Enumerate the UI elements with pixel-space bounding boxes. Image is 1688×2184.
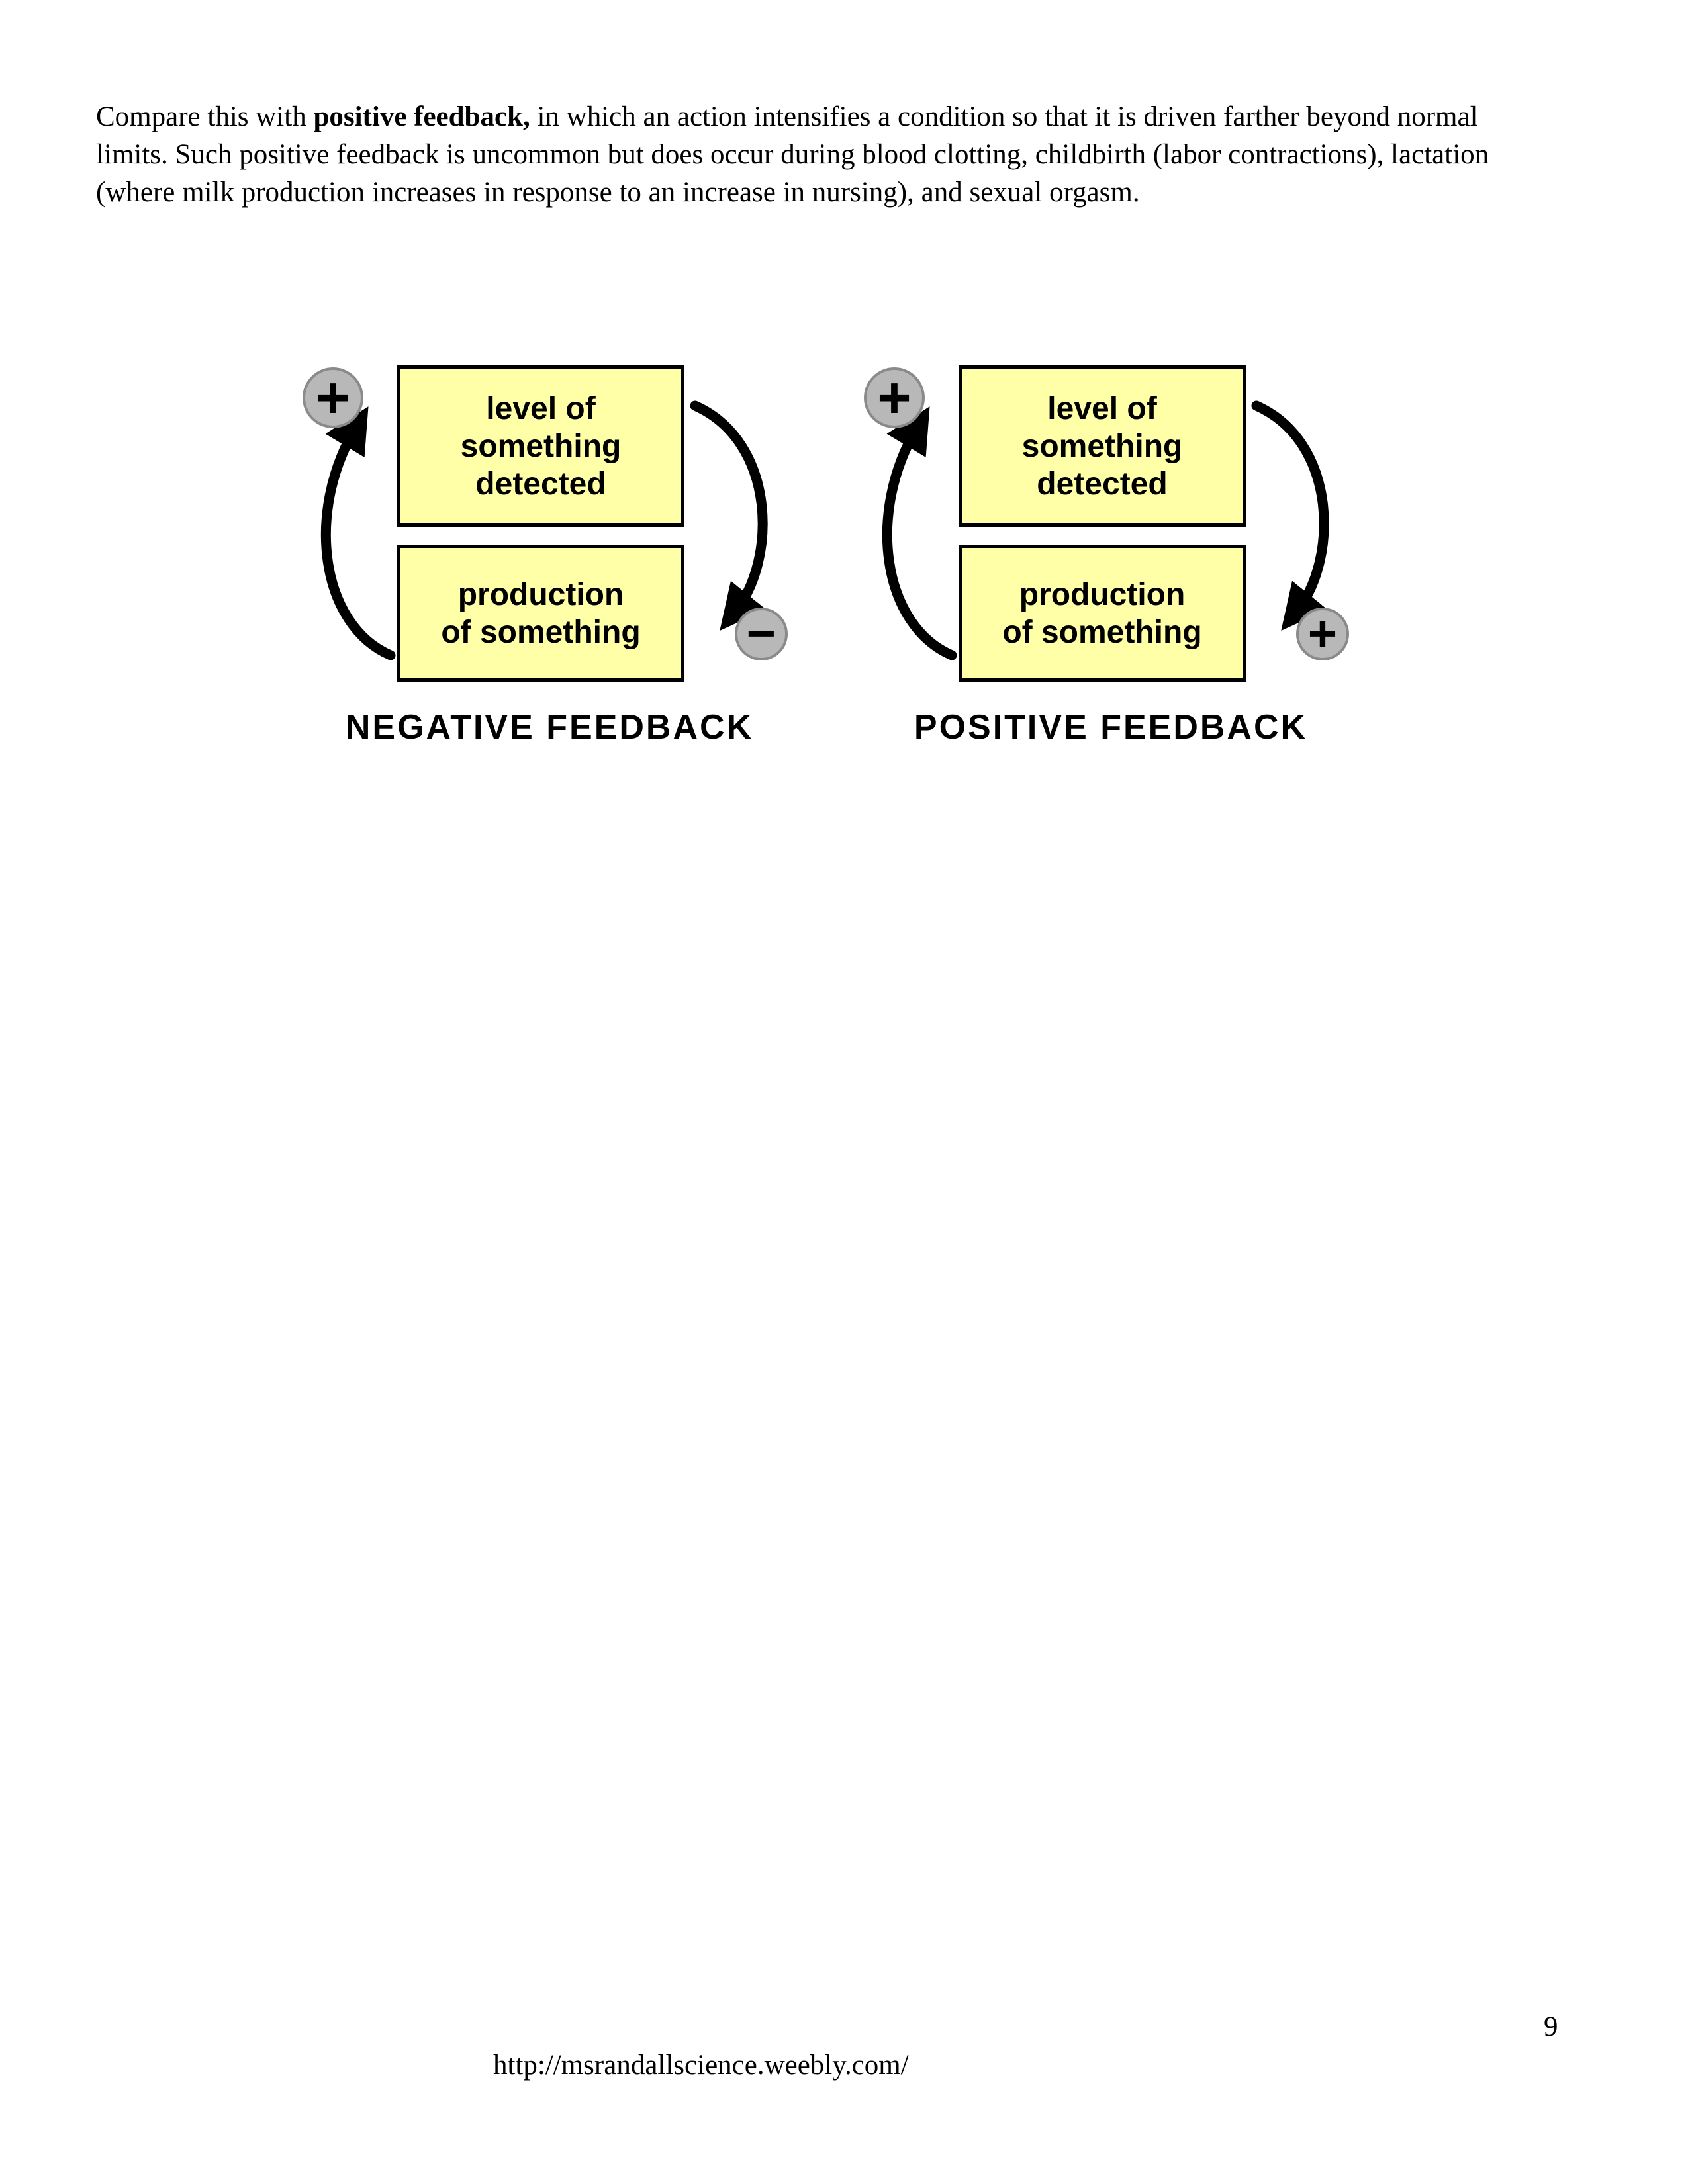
plus-icon: + <box>864 367 925 428</box>
minus-icon: − <box>735 608 788 660</box>
negative-feedback-diagram: + level of something detected production… <box>298 361 801 797</box>
feedback-loop-arrows <box>882 400 1329 660</box>
footer-url: http://msrandallscience.weebly.com/ <box>493 2050 909 2081</box>
production-box: production of something <box>959 545 1246 682</box>
negative-feedback-label: NEGATIVE FEEDBACK <box>345 708 754 747</box>
positive-feedback-label: POSITIVE FEEDBACK <box>914 708 1308 747</box>
feedback-loop-arrows <box>320 400 768 660</box>
level-detected-box: level of something detected <box>397 365 684 527</box>
paragraph-lead: Compare this with <box>96 101 314 132</box>
plus-icon: + <box>1296 608 1349 660</box>
page-number: 9 <box>1544 2011 1558 2042</box>
paragraph-bold-phrase: positive feedback, <box>313 101 530 132</box>
paragraph-rest: in which an action intensifies a conditi… <box>96 101 1489 208</box>
curved-arrow-up-icon <box>882 406 957 660</box>
production-box: production of something <box>397 545 684 682</box>
curved-arrow-down-icon <box>690 400 768 631</box>
level-detected-box: level of something detected <box>959 365 1246 527</box>
positive-feedback-diagram: + level of something detected production… <box>859 361 1362 797</box>
curved-arrow-up-icon <box>320 406 396 660</box>
curved-arrow-down-icon <box>1251 400 1329 631</box>
plus-icon: + <box>303 367 363 428</box>
intro-paragraph: Compare this with positive feedback, in … <box>96 98 1532 211</box>
